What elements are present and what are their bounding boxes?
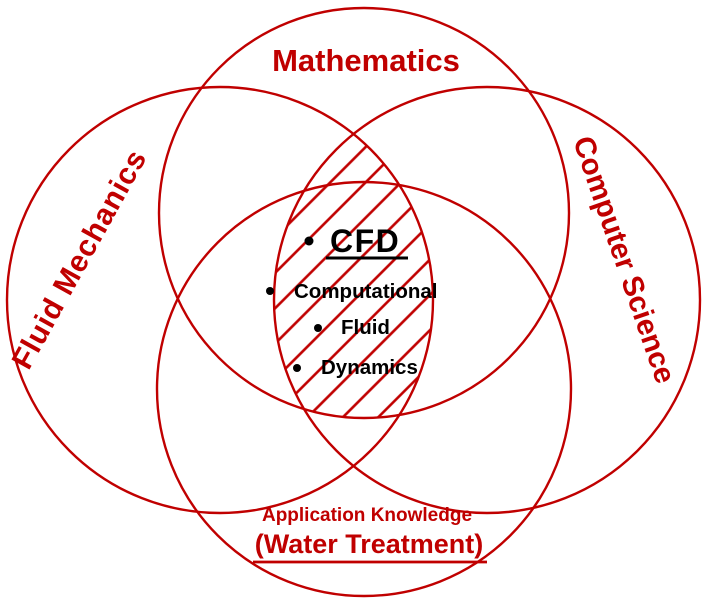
center-item-fluid: Fluid [341,316,390,339]
bullet-icon [293,364,301,372]
center-item-dynamics: Dynamics [321,356,418,379]
center-item-cfd: CFD [330,223,400,259]
label-computer-science: Computer Science [566,132,682,388]
bullet-icon [314,324,322,332]
circle-fluid-mechanics [5,85,435,515]
bullet-icon [304,236,314,246]
circle-application-knowledge [155,180,573,598]
label-fluid-mechanics: Fluid Mechanics [6,144,154,375]
center-item-computational: Computational [294,280,438,303]
label-mathematics: Mathematics [272,43,460,78]
label-water-treatment: (Water Treatment) [255,529,484,559]
circle-mathematics [157,6,571,420]
bullet-icon [266,287,274,295]
label-application-knowledge: Application Knowledge [262,505,472,526]
circle-computer-science [272,85,702,515]
